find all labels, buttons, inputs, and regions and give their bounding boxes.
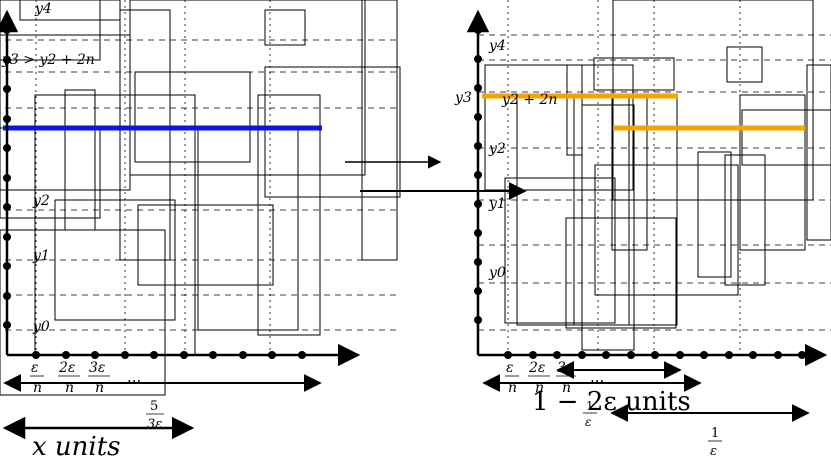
right-rectangles [484,0,831,351]
axis-dot [602,351,610,359]
axis-dot [3,233,11,241]
axis-dot [553,351,561,359]
axis-dot [298,351,306,359]
right-axes [466,9,828,367]
right-label-y3: y3 [454,90,472,106]
axis-dot [725,351,733,359]
right-caption: 1 − 2ε units [532,387,691,417]
left-label-y1: y1 [32,248,50,264]
axis-dot [3,85,11,93]
axis-dot [180,351,188,359]
axis-dot [3,56,11,64]
svg-text:2ε: 2ε [528,360,545,376]
svg-text:3ε: 3ε [89,360,105,376]
right-label-y0: y0 [488,265,506,281]
axis-dot [239,351,247,359]
right-vgrid [507,0,741,355]
right-label-y1: y1 [488,196,506,212]
svg-text:ε: ε [31,360,39,376]
axis-dot [3,292,11,300]
left-tick-label-2: 2ε n [58,360,80,396]
svg-text:1: 1 [586,399,594,413]
axis-dot [474,26,482,34]
svg-text:ε: ε [710,444,717,459]
axis-dot [474,316,482,324]
axis-dot [32,351,40,359]
axis-dot [3,321,11,329]
axis-dot [627,351,635,359]
left-vgrid [35,0,271,355]
axis-dot [91,351,99,359]
right-label-y2: y2 [488,141,506,157]
axis-dot [474,55,482,63]
axis-dot [504,351,512,359]
axis-dot [3,262,11,270]
axis-dot [474,229,482,237]
left-tick-label-3: 3ε n [88,360,110,396]
left-fraction: 5 3ε [146,399,164,432]
transform-arrows [345,155,527,200]
axis-dot [474,84,482,92]
svg-text:2ε: 2ε [58,360,75,376]
left-tick-label-1: ε n [30,360,44,396]
axis-dot [121,351,129,359]
axis-dot [474,258,482,266]
axis-dot [676,351,684,359]
left-y-dots [3,26,11,329]
right-grid [478,34,831,331]
axis-dot [3,174,11,182]
axis-dot [749,351,757,359]
axis-dot [150,351,158,359]
axis-dot [268,351,276,359]
axis-dot [3,115,11,123]
right-label-y2-plus: y2 + 2n [501,92,557,108]
axis-dot [474,142,482,150]
right-x-dots [504,351,806,359]
svg-text:ε: ε [585,415,591,429]
axis-dot [529,351,537,359]
left-label-y2: y2 [32,193,50,209]
svg-text:5: 5 [150,399,158,414]
axis-dot [774,351,782,359]
right-y-dots [474,26,482,324]
left-label-y0: y0 [32,319,50,335]
axis-dot [62,351,70,359]
right-panel: y4 y3 y2 + 2n y2 y1 y0 ε n 2ε n 3ε n ...… [454,0,831,459]
axis-dot [3,26,11,34]
axis-dot [651,351,659,359]
left-caption: x units [32,432,121,459]
right-fraction-bottom: 1 ε [708,426,722,459]
axis-dot [474,200,482,208]
left-x-dots [32,351,306,359]
right-tick-label-1: ε n [505,360,519,396]
axis-dot [474,171,482,179]
axis-dot [3,203,11,211]
svg-text:3ε: 3ε [147,417,162,432]
right-fraction-small: 1 ε [583,399,597,429]
axis-dot [209,351,217,359]
left-label-y4: y4 [34,1,52,17]
left-panel: y4 y3 > y2 + 2n y2 y1 y0 ε n 2ε n 3ε n .… [0,0,401,459]
right-label-y4: y4 [488,38,506,54]
axis-dot [3,144,11,152]
axis-dot [700,351,708,359]
axis-dot [474,287,482,295]
axis-dot [578,351,586,359]
axis-dot [474,113,482,121]
left-grid [5,39,400,331]
axis-dot [798,351,806,359]
left-label-y3: y3 > y2 + 2n [1,52,95,68]
svg-text:ε: ε [506,360,514,376]
svg-text:3ε: 3ε [557,360,573,376]
svg-text:1: 1 [711,426,719,441]
